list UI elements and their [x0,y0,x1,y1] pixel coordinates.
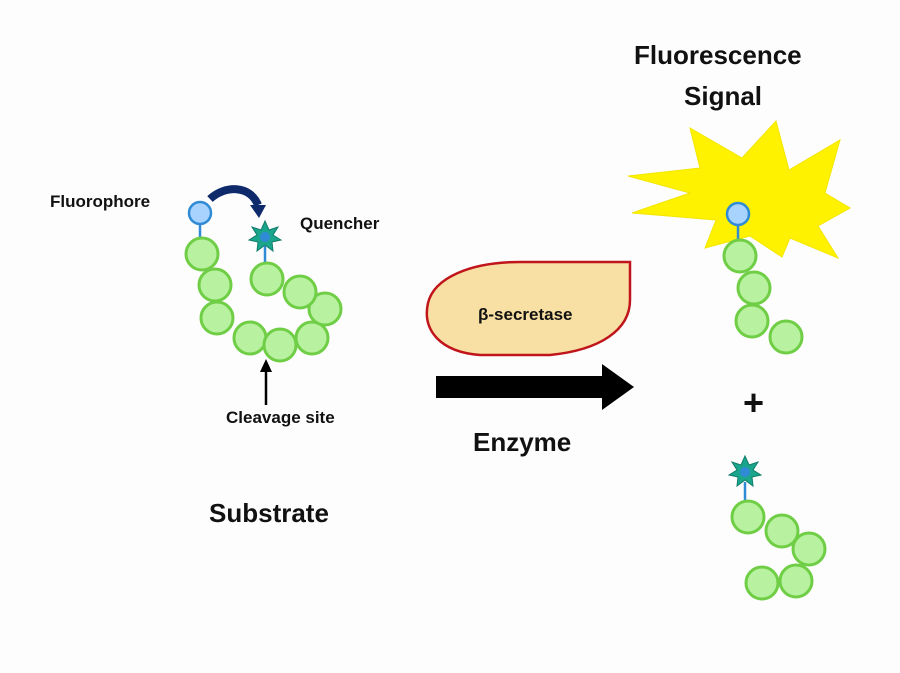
plus-sign: + [743,382,764,423]
product-bead [722,238,758,274]
substrate-bead [184,236,220,272]
enzyme-name-label: β-secretase [478,305,573,324]
substrate-bead [199,300,235,336]
cleavage-arrowhead [260,359,272,372]
reaction-arrow-icon [436,364,634,410]
quencher-icon [247,219,283,253]
substrate-bead [249,261,285,297]
fluorophore-label: Fluorophore [50,192,150,211]
fluorescence-burst-icon [627,119,851,260]
enzyme-shape [425,260,632,357]
energy-transfer-arrowhead [250,205,266,218]
substrate-bead [282,274,318,310]
enzyme-label: Enzyme [473,427,571,457]
product-bead [778,563,814,599]
product-bead [730,499,766,535]
product-bead [791,531,827,567]
energy-transfer-arrow-icon [207,185,262,207]
signal-title-line1: Fluorescence [634,40,802,70]
product-bead [734,303,770,339]
substrate-bead [294,320,330,356]
product-quencher-fragment [727,454,827,601]
substrate-bead [197,267,233,303]
signal-title-line2: Signal [684,81,762,111]
product-bead [768,319,804,355]
quencher-icon [727,454,763,488]
product-fluorophore-fragment [722,201,804,355]
fluorophore-icon [725,201,751,227]
product-bead [736,270,772,306]
substrate-bead [262,327,298,363]
substrate-bead [232,320,268,356]
product-bead [764,513,800,549]
quencher-label: Quencher [300,214,380,233]
product-bead [744,565,780,601]
substrate-chain [184,185,343,405]
substrate-bead [307,291,343,327]
fluorophore-icon [187,200,213,226]
substrate-label: Substrate [209,498,329,528]
cleavage-site-label: Cleavage site [226,408,335,427]
